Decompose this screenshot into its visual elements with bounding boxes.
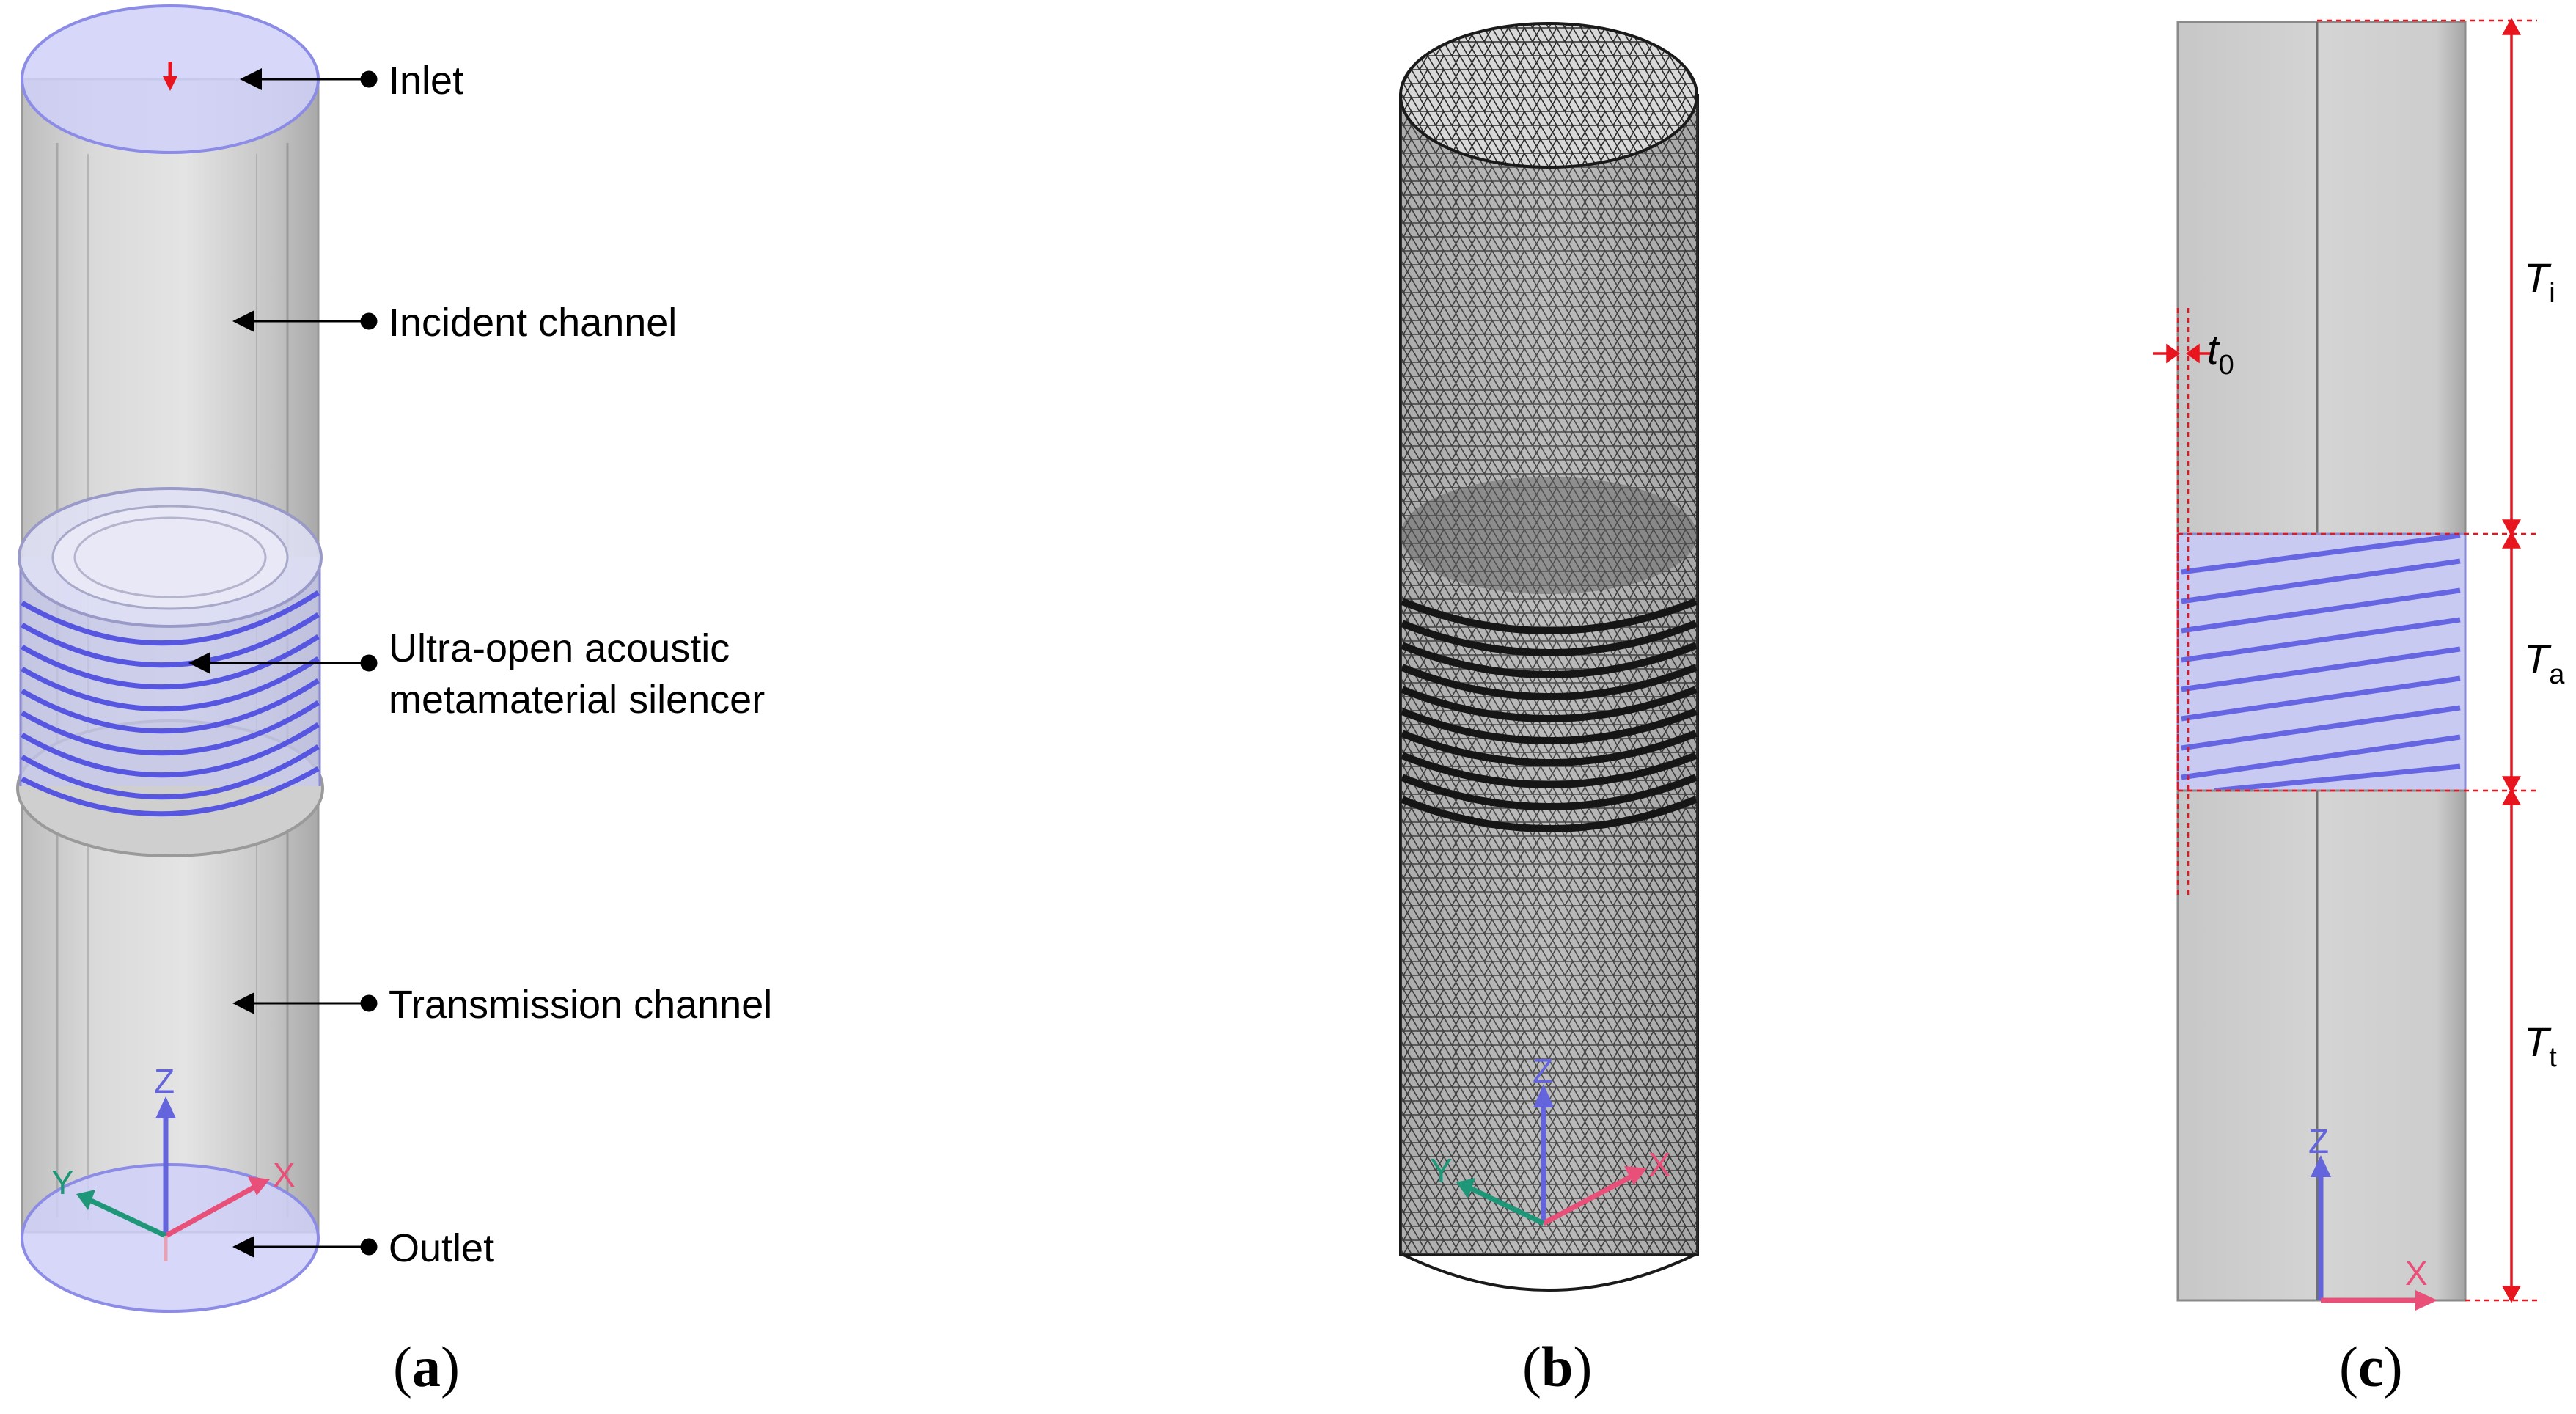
label-silencer-line2: metamaterial silencer bbox=[389, 678, 765, 722]
mesh-silencer-top bbox=[1401, 477, 1697, 594]
dim-Ta: Ta bbox=[2524, 636, 2565, 690]
inlet-face bbox=[21, 4, 320, 154]
silencer-unit bbox=[16, 487, 324, 857]
dim-Tt: Tt bbox=[2524, 1019, 2557, 1073]
dim-t0: t0 bbox=[2207, 326, 2234, 381]
panel-c: Ti Ta Tt t0 Z X (c) bbox=[2153, 18, 2565, 1399]
mesh-bottom-edge bbox=[1401, 1253, 1697, 1292]
axis-triad-b: Z X Y bbox=[1430, 1052, 1671, 1226]
axis-x-label: X bbox=[2405, 1254, 2428, 1292]
caption-a: (a) bbox=[393, 1335, 460, 1399]
incident-section bbox=[2176, 21, 2467, 535]
axis-z-label: Z bbox=[2308, 1122, 2329, 1160]
silencer-coils bbox=[21, 590, 320, 817]
axis-y-label: Y bbox=[51, 1163, 74, 1201]
label-incident-channel: Incident channel bbox=[389, 301, 677, 345]
axis-triad-a: Z X Y bbox=[51, 1062, 296, 1261]
axis-dyad-c: Z X bbox=[2308, 1122, 2437, 1311]
callouts-a bbox=[188, 68, 378, 1258]
axis-x-label: X bbox=[1648, 1146, 1671, 1184]
label-silencer-line1: Ultra-open acoustic bbox=[389, 626, 730, 670]
silencer-section bbox=[2176, 532, 2467, 792]
dimension-guides bbox=[2176, 19, 2537, 1302]
dim-Ti: Ti bbox=[2524, 254, 2555, 309]
label-transmission-channel: Transmission channel bbox=[389, 983, 772, 1027]
mesh-silencer-rings bbox=[1401, 598, 1698, 832]
mesh-top-face bbox=[1399, 22, 1698, 169]
caption-b: (b) bbox=[1522, 1335, 1592, 1399]
axis-z-label: Z bbox=[1533, 1052, 1553, 1090]
transmission-section bbox=[2176, 789, 2467, 1302]
label-inlet: Inlet bbox=[389, 59, 463, 103]
caption-c: (c) bbox=[2339, 1335, 2403, 1399]
label-outlet: Outlet bbox=[389, 1226, 494, 1270]
axis-x-label: X bbox=[273, 1156, 296, 1194]
panel-a: Z X Y Inlet Incident channel Ultra-open … bbox=[16, 4, 772, 1399]
axis-y-label: Y bbox=[1430, 1151, 1453, 1190]
panel-b: Z X Y (b) bbox=[1399, 22, 1699, 1399]
silencer-helix bbox=[2181, 532, 2461, 794]
axis-z-label: Z bbox=[154, 1062, 175, 1100]
dimension-arrows bbox=[2153, 18, 2521, 1303]
